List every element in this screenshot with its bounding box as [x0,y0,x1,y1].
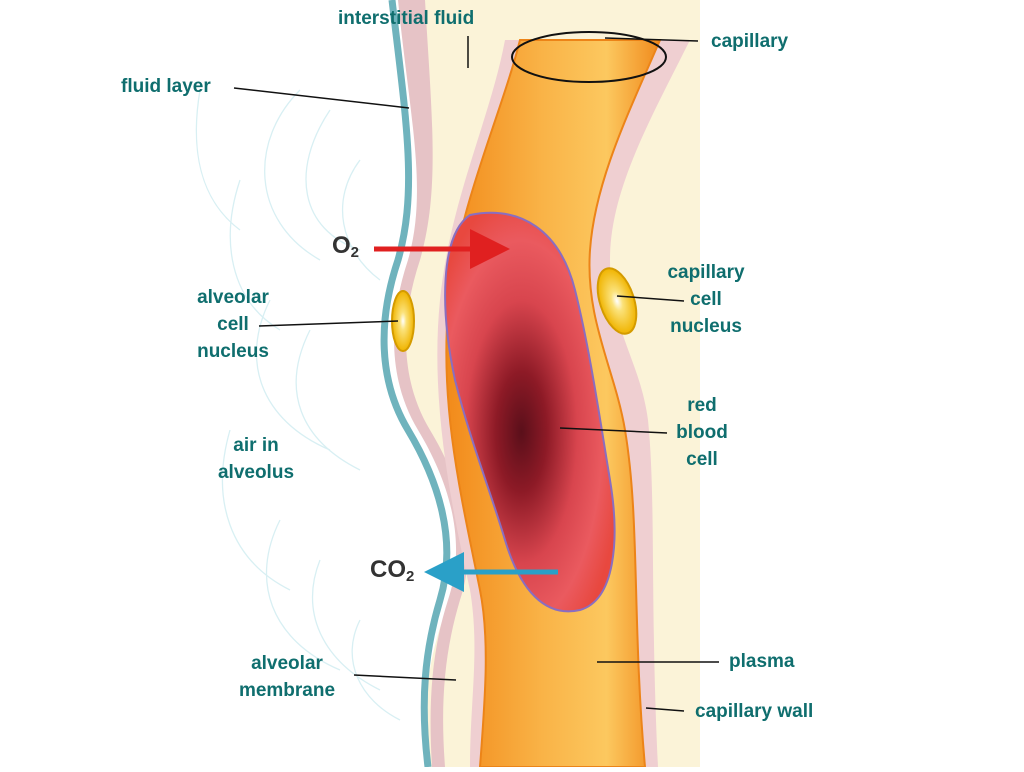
label-alveolar-cell-nucleus-line2: cell [217,314,249,335]
capillary-cell-nucleus [596,267,638,335]
capillary-opening-ellipse [511,31,667,83]
label-capillary-cell-nucleus-line2: cell [690,289,722,310]
co2-label: CO2 [370,556,414,585]
label-plasma: plasma [729,651,795,672]
label-capillary-wall: capillary wall [695,701,814,722]
leader-alveolar-nucleus [258,320,399,327]
label-alveolar-membrane: alveolar membrane [218,650,356,704]
label-capillary-cell-nucleus-line3: nucleus [670,316,742,337]
label-red-blood-cell: red blood cell [652,392,752,473]
label-fluid-layer: fluid layer [121,76,211,97]
label-red-blood-cell-line2: blood [676,422,728,443]
label-air-in-alveolus-line1: air in [233,435,279,456]
leader-capillary-nucleus [616,295,685,302]
air-swirls [195,89,401,721]
label-alveolar-cell-nucleus: alveolar cell nucleus [170,284,296,365]
co2-label-base: CO [370,556,406,583]
red-blood-cell-shape [444,211,616,613]
o2-label-base: O [332,232,351,259]
alveolar-membrane-line [380,0,451,768]
fluid-layer-band [394,0,469,767]
leader-alveolar-membrane [353,674,457,681]
label-air-in-alveolus: air in alveolus [195,432,317,486]
leader-capillary [604,37,699,42]
label-alveolar-membrane-line1: alveolar [251,653,323,674]
label-capillary: capillary [711,31,789,52]
leader-fluid-layer [233,87,410,109]
o2-label: O2 [332,232,359,261]
label-interstitial-fluid: interstitial fluid [338,8,475,29]
leader-red-blood-cell [559,427,668,434]
label-alveolar-cell-nucleus-line3: nucleus [197,341,269,362]
label-alveolar-membrane-line2: membrane [238,680,336,701]
label-red-blood-cell-line1: red [687,395,717,416]
label-capillary-cell-nucleus-line1: capillary [667,262,745,283]
leader-lines [233,36,719,712]
co2-label-sub: 2 [406,568,415,585]
label-red-blood-cell-line3: cell [686,449,718,470]
label-alveolar-cell-nucleus-line1: alveolar [197,287,269,308]
label-air-in-alveolus-line2: alveolus [217,462,295,483]
leader-capillary-wall [645,707,685,712]
o2-label-sub: 2 [350,244,360,261]
label-capillary-cell-nucleus: capillary cell nucleus [640,259,772,340]
